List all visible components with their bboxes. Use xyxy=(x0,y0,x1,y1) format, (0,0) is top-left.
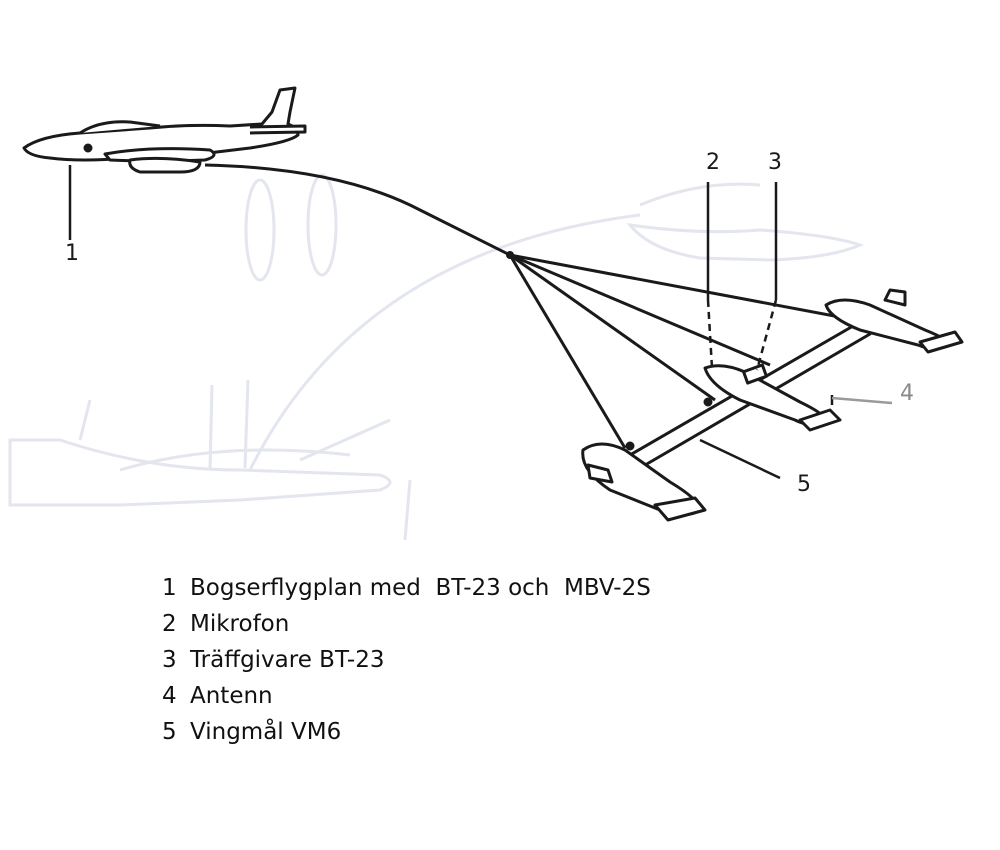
bridle-lines xyxy=(508,253,846,449)
legend-number: 2 xyxy=(162,611,177,637)
legend-item-4: 4 Antenn xyxy=(162,678,651,714)
legend-text: Träffgivare BT-23 xyxy=(190,647,385,673)
legend-text: Antenn xyxy=(190,683,273,709)
legend-number: 4 xyxy=(162,683,177,709)
callout-3: 3 xyxy=(768,150,782,175)
legend-text: Bogserflygplan med BT-23 och MBV-2S xyxy=(190,575,651,601)
legend-item-3: 3 Träffgivare BT-23 xyxy=(162,642,651,678)
callout-4: 4 xyxy=(900,381,914,406)
tow-aircraft xyxy=(22,86,307,174)
legend-number: 1 xyxy=(162,575,177,601)
legend-item-1: 1 Bogserflygplan med BT-23 och MBV-2S xyxy=(162,570,651,606)
legend-item-2: 2 Mikrofon xyxy=(162,606,651,642)
callout-1: 1 xyxy=(65,241,79,266)
towing-diagram-svg xyxy=(8,86,964,541)
leader-lines xyxy=(68,165,893,480)
legend-item-5: 5 Vingmål VM6 xyxy=(162,714,651,750)
background-ghost-drawing xyxy=(8,173,865,541)
legend-text: Vingmål VM6 xyxy=(190,719,342,745)
legend-text: Mikrofon xyxy=(190,611,290,637)
callout-2: 2 xyxy=(706,150,720,175)
wing-target xyxy=(581,288,964,522)
callout-5: 5 xyxy=(797,472,811,497)
legend: 1 Bogserflygplan med BT-23 och MBV-2S 2 Mi… xyxy=(162,570,651,750)
legend-number: 3 xyxy=(162,647,177,673)
legend-number: 5 xyxy=(162,719,177,745)
diagram-area: 1 2 3 4 5 xyxy=(8,86,964,541)
tow-cable xyxy=(204,163,511,257)
